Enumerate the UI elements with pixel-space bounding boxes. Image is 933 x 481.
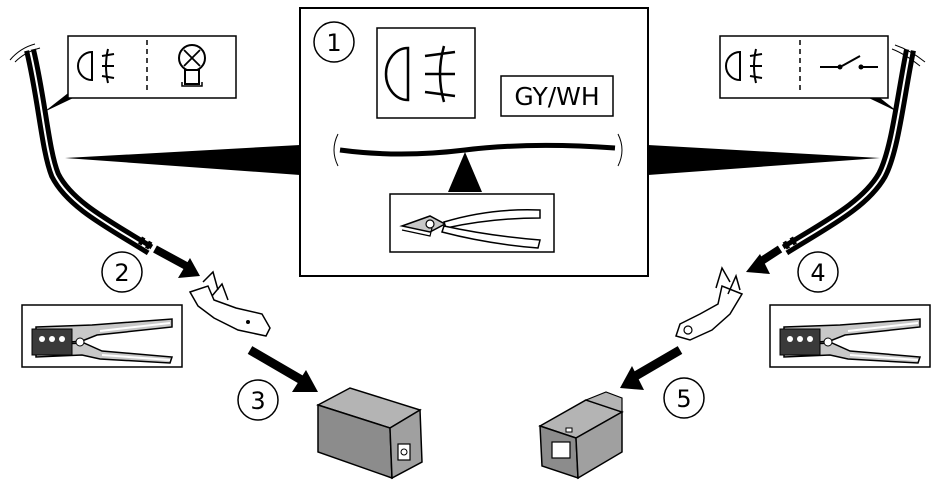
wire-to-terminal-arrow-right	[746, 236, 798, 274]
fog-lamp-icon	[376, 27, 476, 119]
svg-text:4: 4	[810, 259, 825, 287]
step-1-badge: 1	[313, 21, 355, 63]
right-pointer	[648, 145, 880, 175]
step-2-badge: 2	[101, 251, 143, 293]
crimping-tool-icon	[769, 304, 931, 368]
cut-wire-detail: 1 GY/WH	[65, 7, 880, 277]
wire-segment	[339, 142, 616, 157]
svg-text:GY/WH: GY/WH	[514, 82, 599, 111]
wire-to-terminal-arrow	[137, 236, 200, 278]
bulb-icon	[178, 44, 206, 87]
male-terminal-icon	[188, 270, 271, 337]
step-3-badge: 3	[237, 379, 279, 421]
svg-text:3: 3	[250, 387, 265, 415]
left-wire-tag	[44, 35, 237, 112]
svg-text:1: 1	[326, 29, 341, 57]
diagonal-cutter-icon	[389, 193, 555, 253]
left-wire-harness	[9, 43, 154, 256]
right-wire-tag	[719, 35, 898, 112]
right-wire-harness	[781, 44, 926, 256]
switch-icon	[820, 55, 878, 70]
male-connector-housing-icon	[316, 387, 423, 480]
cut-point-arrow	[448, 152, 482, 192]
terminal-to-housing-arrow-right	[620, 346, 683, 390]
crimping-tool-icon	[21, 304, 183, 368]
svg-text:5: 5	[676, 385, 691, 413]
female-terminal-icon	[675, 266, 744, 341]
female-connector-housing-icon	[538, 391, 624, 480]
step-4-badge: 4	[797, 251, 839, 293]
terminal-to-housing-arrow	[247, 346, 318, 392]
step-5-badge: 5	[663, 377, 705, 419]
wire-color-label: GY/WH	[500, 75, 614, 117]
left-pointer	[65, 145, 300, 175]
svg-text:2: 2	[114, 259, 129, 287]
